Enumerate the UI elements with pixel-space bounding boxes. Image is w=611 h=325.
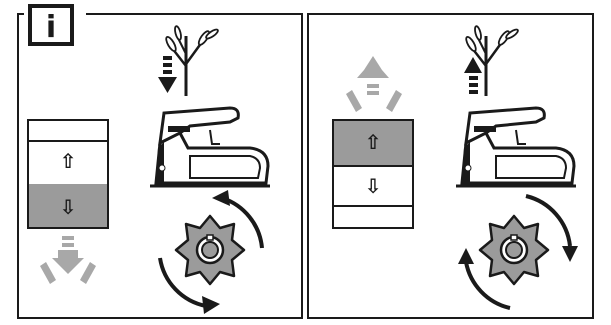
cutting-blade-icon: [174, 214, 246, 286]
info-badge: i: [28, 4, 74, 46]
switch-up-symbol-right: ⇧: [365, 130, 382, 154]
gray-down-arrow-icon: [40, 236, 96, 284]
switch-up-symbol: ⇧: [60, 149, 77, 173]
feed-down-arrow-icon: [158, 56, 177, 93]
direction-switch-right: ⇧ ⇩: [332, 119, 414, 229]
gray-up-arrow-icon: [346, 56, 402, 112]
direction-switch-left: ⇧ ⇩: [27, 119, 109, 229]
info-icon: i: [46, 10, 56, 45]
panel-left: i ⇧ ⇩: [17, 4, 303, 319]
feed-up-arrow-icon: [464, 57, 482, 94]
rotation-ccw-arrows-icon: [158, 190, 264, 314]
switch-down-symbol-right: ⇩: [365, 174, 382, 198]
branch-icon: [162, 24, 221, 98]
shredder-machine: [148, 106, 272, 188]
switch-down-symbol: ⇩: [60, 195, 77, 219]
cutting-blade-icon-right: [478, 214, 550, 286]
rotation-cw-arrows-icon: [458, 194, 578, 310]
panel-left-border: [17, 13, 303, 319]
panel-right: ⇧ ⇩: [307, 13, 594, 319]
panel-right-border: [307, 13, 594, 319]
shredder-machine-right: [454, 106, 578, 188]
